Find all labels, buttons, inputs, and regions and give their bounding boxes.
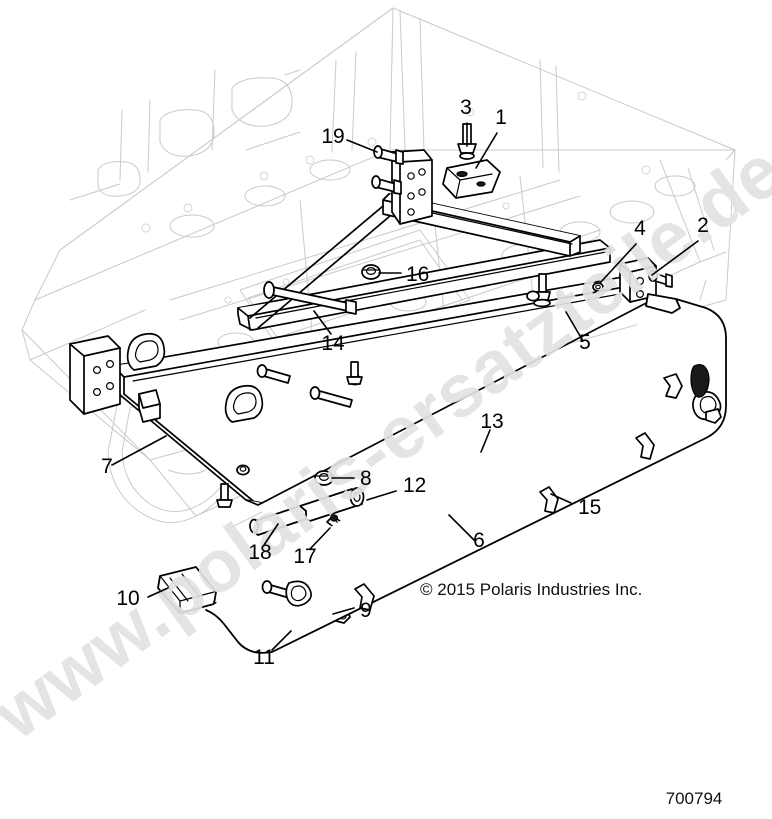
callout-leader-2	[651, 240, 699, 276]
callout-leader-12	[366, 490, 397, 501]
callout-leader-10	[147, 587, 169, 598]
callout-leader-1	[475, 132, 498, 169]
callout-label-5: 5	[579, 331, 591, 354]
part-2-bolt	[648, 270, 673, 288]
callout-label-10: 10	[116, 587, 139, 610]
callout-label-4: 4	[634, 217, 646, 240]
callout-leader-6	[448, 514, 475, 541]
callout-label-1: 1	[495, 106, 507, 129]
callout-leader-19	[346, 139, 378, 153]
callout-label-6: 6	[473, 529, 485, 552]
callout-leader-9	[332, 607, 355, 615]
part-number-label: 700794	[666, 789, 723, 808]
frame-rail-main	[69, 257, 657, 506]
part-16-nut	[361, 264, 381, 280]
upper-right-clamp-group	[690, 364, 722, 424]
callout-leader-4	[599, 243, 637, 284]
part-14-bolt	[263, 281, 357, 315]
callout-label-7: 7	[101, 455, 113, 478]
callout-leader-7	[111, 435, 167, 466]
callout-leader-15	[550, 493, 572, 504]
part-6-support-tube	[205, 293, 727, 654]
callout-label-9: 9	[360, 599, 372, 622]
callout-label-17: 17	[293, 545, 316, 568]
part-3-screw	[457, 123, 477, 160]
rail-fasteners	[216, 290, 540, 508]
part-19-bolts	[371, 145, 404, 195]
part-4-screw	[592, 282, 604, 292]
tube-retainer-tabs	[354, 373, 683, 611]
part-1-striker-plate	[442, 159, 501, 199]
callout-label-13: 13	[480, 410, 503, 433]
callout-label-14: 14	[321, 332, 345, 355]
callout-label-3: 3	[460, 96, 472, 119]
callout-leader-5	[565, 311, 584, 342]
callout-leader-18	[263, 523, 279, 546]
lower-left-bolt	[261, 580, 312, 607]
copyright-notice: © 2015 Polaris Industries Inc.	[420, 580, 642, 599]
callout-leader-14	[313, 310, 332, 335]
callout-label-16: 16	[406, 263, 429, 286]
callout-leader-17	[309, 527, 331, 550]
part-8-nut	[314, 470, 334, 486]
callout-leader-11	[271, 630, 292, 651]
part-5-screw	[533, 273, 551, 308]
callout-label-8: 8	[360, 467, 372, 490]
callout-layer: 1 2 3 4 5 6 7 8 9 10 11 12 13	[101, 96, 709, 669]
callout-label-19: 19	[321, 125, 344, 148]
callout-label-18: 18	[248, 541, 271, 564]
callout-leader-13	[480, 429, 491, 453]
part-12-rod-sleeve	[249, 487, 365, 536]
callout-label-2: 2	[697, 214, 709, 237]
part-10-end-cap	[157, 566, 217, 614]
callout-label-12: 12	[403, 474, 426, 497]
callout-label-15: 15	[578, 496, 601, 519]
callout-label-11: 11	[253, 646, 275, 669]
